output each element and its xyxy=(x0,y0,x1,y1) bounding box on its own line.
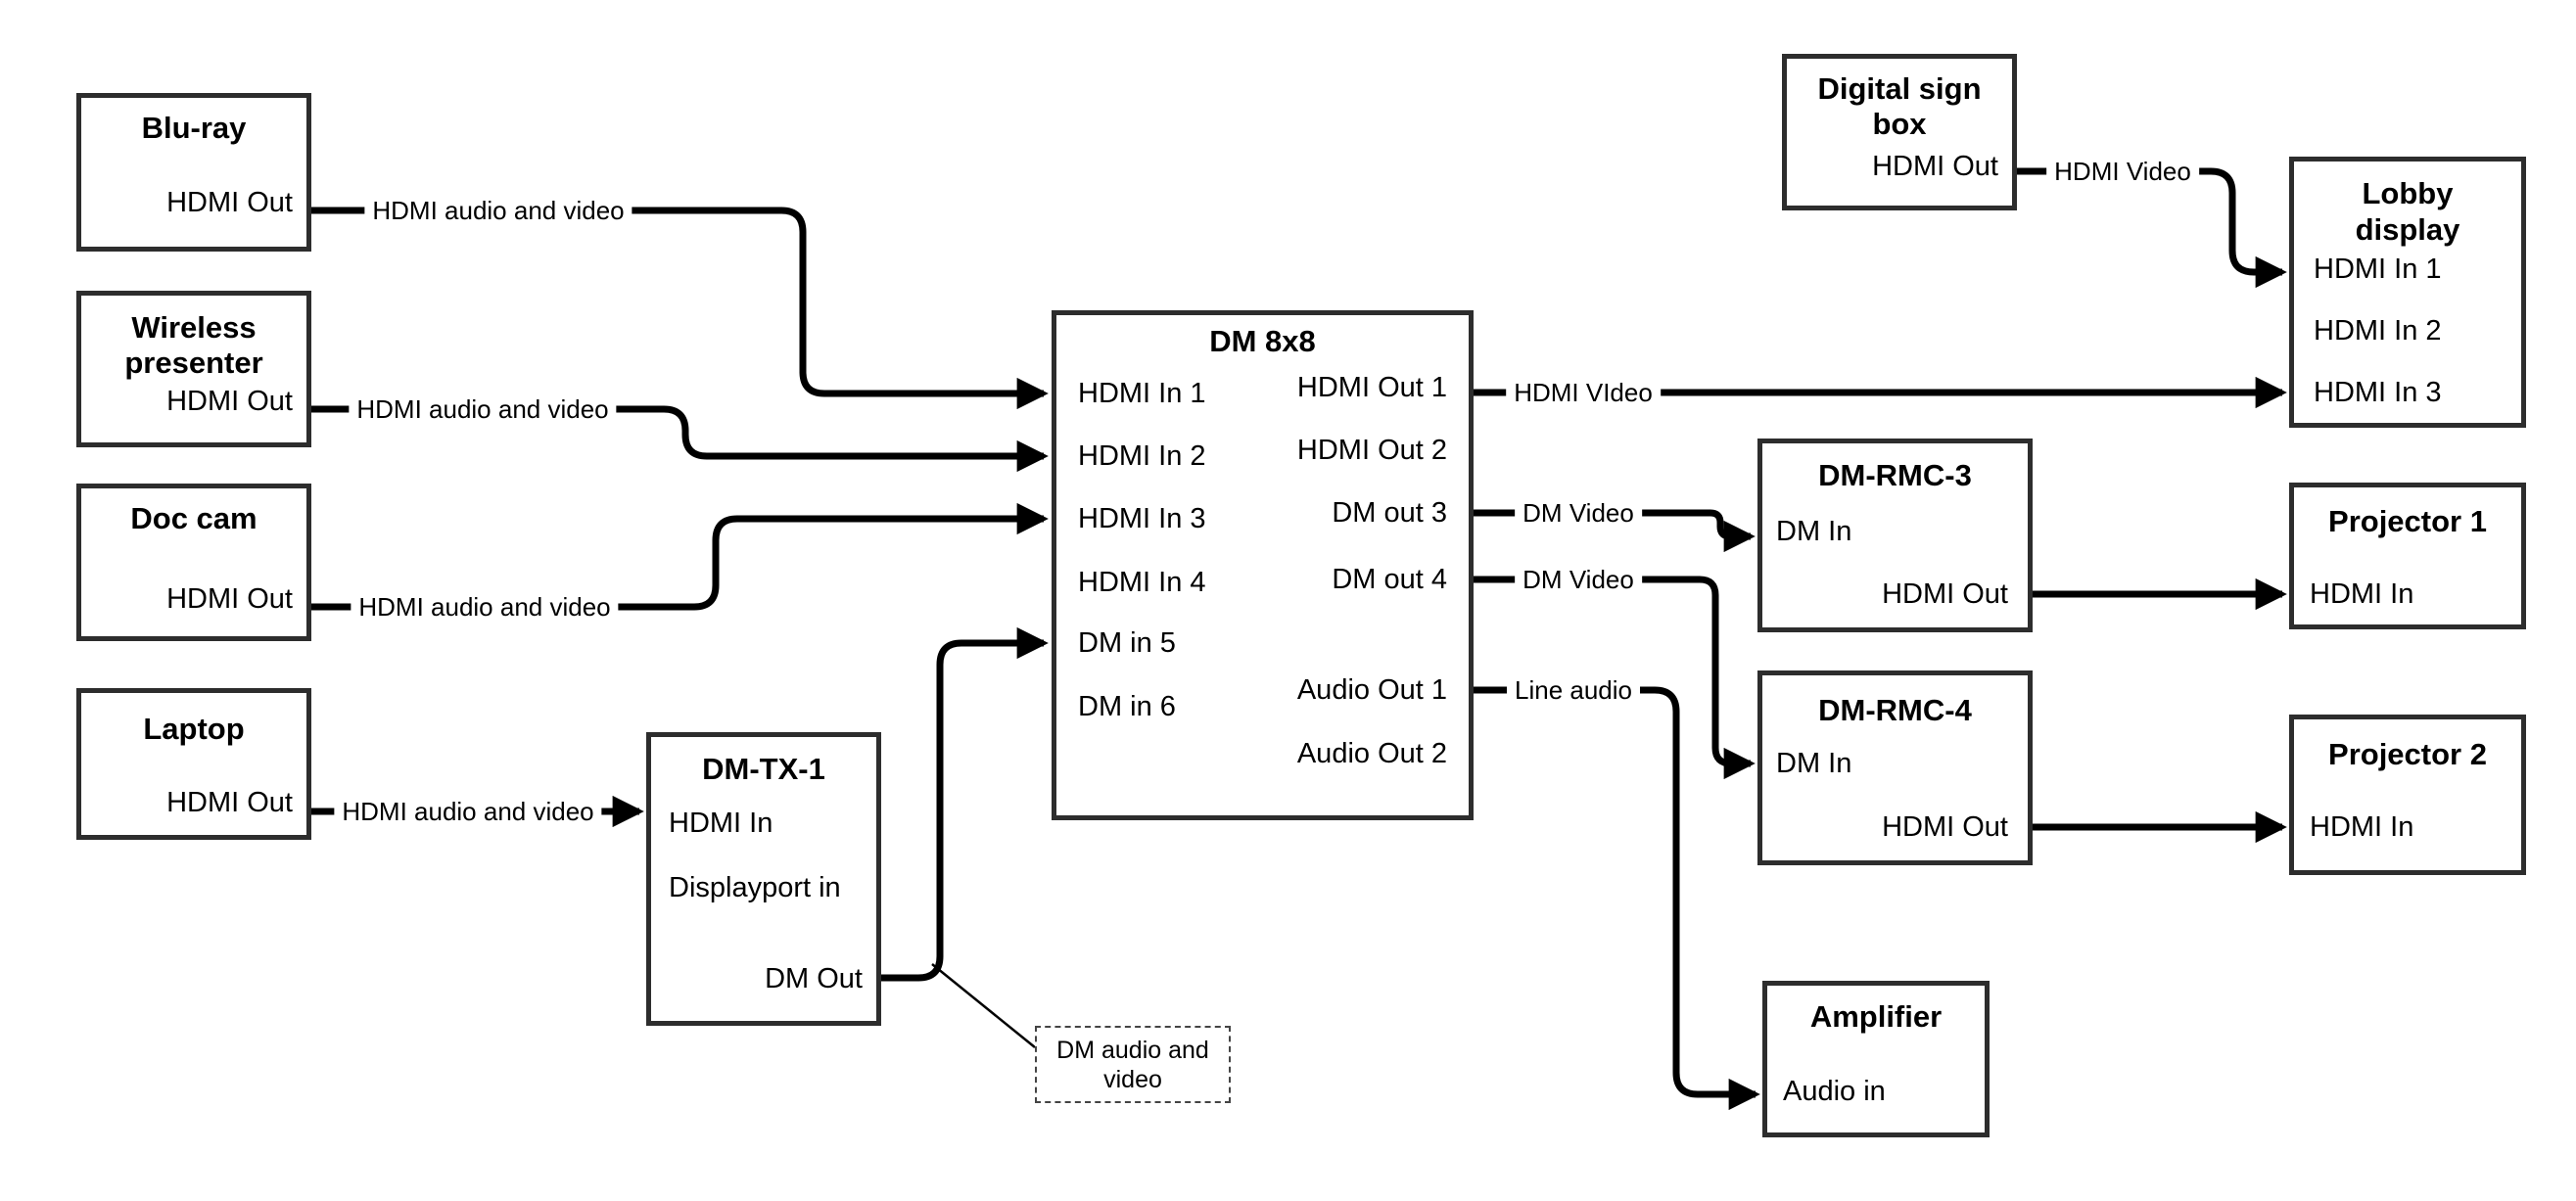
node-dm-rmc-3: DM-RMC-3 DM In HDMI Out xyxy=(1757,439,2033,632)
port-hdmi-in: HDMI In xyxy=(2310,811,2414,843)
node-title-line2: presenter xyxy=(124,346,263,380)
port-hdmi-in: HDMI In xyxy=(669,808,773,839)
wire-label-doccam: HDMI audio and video xyxy=(351,592,619,622)
node-title: Projector 2 xyxy=(2328,737,2487,771)
wire-dmout4-to-rmc4 xyxy=(1474,576,1756,780)
node-title: Laptop xyxy=(143,712,245,746)
port-dm-in: DM In xyxy=(1776,516,1852,547)
node-title: DM 8x8 xyxy=(1209,324,1316,358)
node-wireless-presenter: Wireless presenter HDMI Out xyxy=(76,291,311,447)
port-hdmi-in-1: HDMI In 1 xyxy=(2314,254,2442,285)
wire-label-laptop: HDMI audio and video xyxy=(334,797,602,826)
wire-wireless-to-dm8x8 xyxy=(311,405,1049,473)
port-hdmi-out-1: HDMI Out 1 xyxy=(1296,372,1447,403)
wire-label-audio-out-1: Line audio xyxy=(1507,675,1640,705)
wire-bluray-to-dm8x8 xyxy=(311,207,1049,410)
note-line1: DM audio and xyxy=(1056,1036,1209,1064)
node-amplifier: Amplifier Audio in xyxy=(1762,981,1990,1137)
wire-audioout1-to-amplifier xyxy=(1474,686,1760,1111)
wire-dmtx1-to-dm8x8 xyxy=(881,626,1049,982)
port-hdmi-in-2: HDMI In 2 xyxy=(1078,440,1206,472)
node-lobby-display: Lobby display HDMI In 1 HDMI In 2 HDMI I… xyxy=(2289,157,2526,428)
node-projector-1: Projector 1 HDMI In xyxy=(2289,483,2526,629)
node-title: DM-RMC-4 xyxy=(1818,693,1972,727)
node-title-line1: Lobby xyxy=(2362,176,2454,210)
port-hdmi-out: HDMI Out xyxy=(1882,811,2008,843)
port-hdmi-out: HDMI Out xyxy=(166,787,293,818)
port-hdmi-in: HDMI In xyxy=(2310,578,2414,610)
port-hdmi-out: HDMI Out xyxy=(166,386,293,417)
node-title: Doc cam xyxy=(130,501,258,535)
note-line2: video xyxy=(1103,1065,1162,1093)
wire-doccam-to-dm8x8 xyxy=(311,502,1049,611)
node-title: DM-TX-1 xyxy=(702,752,825,786)
node-title: Wireless presenter xyxy=(81,310,306,381)
node-title-line1: Digital sign xyxy=(1817,71,1982,106)
wire-label-dm-out-3: DM Video xyxy=(1515,498,1642,528)
port-hdmi-in-4: HDMI In 4 xyxy=(1078,567,1206,598)
wire-label-dm-out-4: DM Video xyxy=(1515,565,1642,594)
port-audio-out-1: Audio Out 1 xyxy=(1296,674,1447,706)
port-audio-out-2: Audio Out 2 xyxy=(1296,738,1447,769)
port-hdmi-out-2: HDMI Out 2 xyxy=(1296,435,1447,466)
port-hdmi-out: HDMI Out xyxy=(166,187,293,218)
port-hdmi-in-3: HDMI In 3 xyxy=(1078,503,1206,534)
node-title: DM-RMC-3 xyxy=(1818,458,1972,492)
node-title: Projector 1 xyxy=(2328,504,2487,538)
port-hdmi-in-1: HDMI In 1 xyxy=(1078,378,1206,409)
node-doc-cam: Doc cam HDMI Out xyxy=(76,484,311,641)
wire-digitalsign-to-lobby xyxy=(2017,167,2287,289)
node-title: Blu-ray xyxy=(141,111,247,145)
note-callout-line xyxy=(931,963,1036,1048)
node-title: Amplifier xyxy=(1809,999,1943,1034)
wire-label-hdmi-out-1: HDMI VIdeo xyxy=(1506,378,1661,407)
wire-label-bluray: HDMI audio and video xyxy=(364,196,632,225)
port-hdmi-out: HDMI Out xyxy=(1882,578,2008,610)
node-title-line1: Wireless xyxy=(131,310,257,345)
port-dm-in-6: DM in 6 xyxy=(1078,691,1176,722)
port-dm-out-4: DM out 4 xyxy=(1332,564,1447,595)
node-title: Lobby display xyxy=(2294,175,2521,248)
port-dm-out: DM Out xyxy=(765,963,863,994)
node-title-line2: box xyxy=(1872,107,1927,141)
node-dm-8x8: DM 8x8 HDMI In 1 HDMI In 2 HDMI In 3 HDM… xyxy=(1052,310,1474,820)
node-title: Digital sign box xyxy=(1787,71,2012,142)
port-displayport-in: Displayport in xyxy=(669,872,841,903)
port-dm-out-3: DM out 3 xyxy=(1332,497,1447,529)
port-hdmi-in-2: HDMI In 2 xyxy=(2314,315,2442,346)
node-dm-rmc-4: DM-RMC-4 DM In HDMI Out xyxy=(1757,670,2033,865)
node-blu-ray: Blu-ray HDMI Out xyxy=(76,93,311,252)
port-hdmi-out: HDMI Out xyxy=(1872,151,1998,182)
port-hdmi-out: HDMI Out xyxy=(166,583,293,615)
node-title-line2: display xyxy=(2355,212,2460,247)
wire-label-digital-sign: HDMI Video xyxy=(2046,157,2199,186)
port-dm-in: DM In xyxy=(1776,748,1852,779)
port-hdmi-in-3: HDMI In 3 xyxy=(2314,377,2442,408)
wire-label-wireless: HDMI audio and video xyxy=(349,394,617,424)
node-dm-tx-1: DM-TX-1 HDMI In Displayport in DM Out xyxy=(646,732,881,1026)
port-audio-in: Audio in xyxy=(1783,1076,1886,1107)
node-projector-2: Projector 2 HDMI In xyxy=(2289,715,2526,875)
note-dm-audio-and-video: DM audio and video xyxy=(1035,1026,1231,1103)
wire-dmout3-to-rmc3 xyxy=(1474,509,1756,553)
port-dm-in-5: DM in 5 xyxy=(1078,627,1176,659)
node-digital-sign-box: Digital sign box HDMI Out xyxy=(1782,54,2017,210)
node-laptop: Laptop HDMI Out xyxy=(76,688,311,840)
